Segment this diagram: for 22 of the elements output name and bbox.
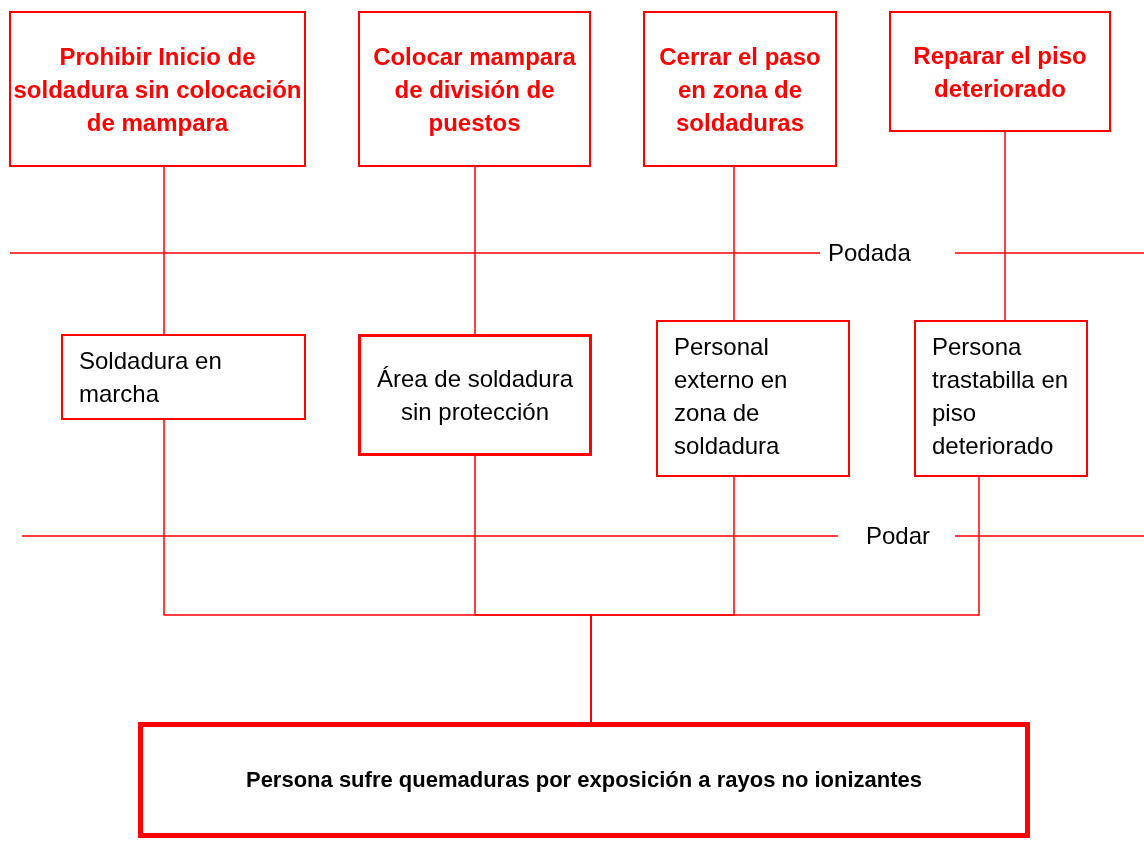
control-box	[643, 11, 837, 167]
box-text: Personal externo en zona de soldadura	[674, 332, 789, 461]
cause-box	[914, 320, 1088, 477]
connector-line	[1004, 131, 1006, 321]
box-text: Colocar mampara de división de puestos	[372, 41, 577, 138]
control-box	[358, 11, 591, 167]
control-box	[9, 11, 306, 167]
connector-line	[163, 166, 165, 335]
event-box	[138, 722, 1030, 838]
connector-line	[474, 166, 476, 335]
cause-box	[656, 320, 850, 477]
box-text: Prohibir Inicio de soldadura sin colocación de mampara	[12, 41, 303, 138]
box-text: Persona trastabilla en piso deteriorado	[932, 332, 1070, 461]
connector-line	[733, 166, 735, 321]
box-text: Área de soldadura sin protección	[375, 364, 575, 427]
box-text: Persona sufre quemaduras por exposición a rayos no ionizantes	[245, 766, 923, 794]
control-box	[889, 11, 1111, 132]
box-text: Soldadura en marcha	[79, 346, 223, 409]
box-text: Cerrar el paso en zona de soldaduras	[658, 41, 822, 138]
cause-box	[358, 334, 592, 456]
box-text: Reparar el piso deteriorado	[912, 40, 1088, 104]
cause-box	[61, 334, 306, 420]
